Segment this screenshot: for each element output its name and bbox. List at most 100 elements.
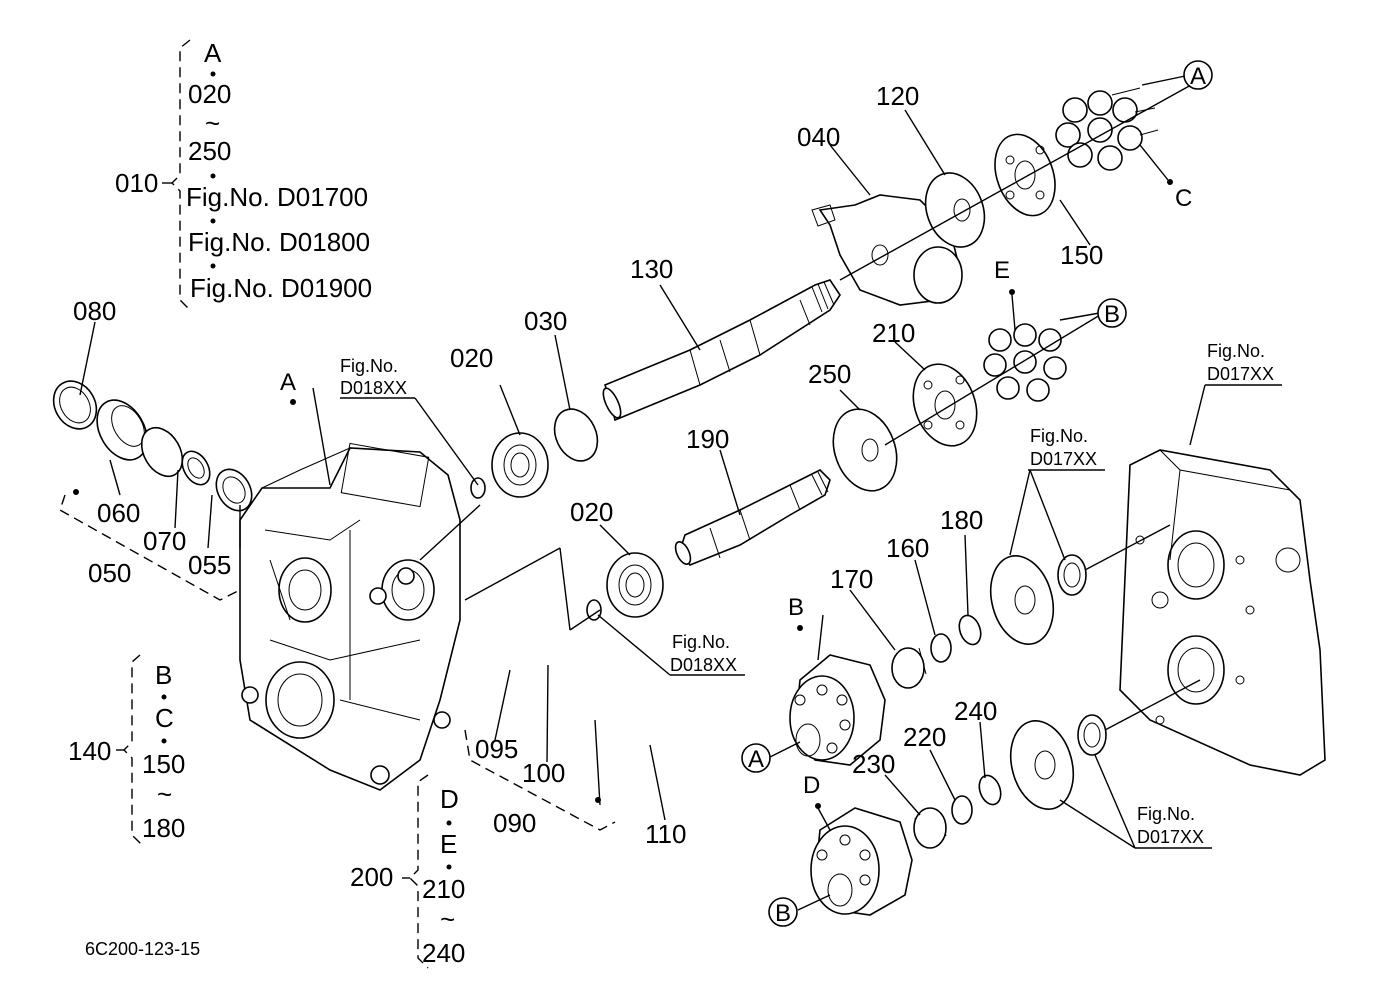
part-label-070: 070	[143, 526, 186, 556]
marker-b-circle-bottom-text: B	[775, 900, 791, 927]
marker-b-circle-mid-text: B	[1104, 301, 1120, 328]
valve-plate-upper	[989, 555, 1055, 645]
part-label-100: 100	[522, 758, 565, 788]
small-ring-lower	[586, 599, 602, 621]
fig-ref-d017xx-2-line2: D017XX	[1030, 449, 1097, 469]
marker-a-circle-top-text: A	[1190, 63, 1206, 90]
group-140-tilde: ~	[157, 779, 172, 809]
group-090-ref: 090	[493, 808, 536, 838]
bushing-lower	[1077, 714, 1107, 756]
thrust-plate-120	[924, 172, 986, 248]
part-label-230: 230	[852, 749, 895, 779]
snap-ring-030	[553, 408, 599, 462]
piston-group-middle	[983, 323, 1067, 402]
marker-a-circle-cyl	[741, 743, 771, 773]
part-label-030: 030	[524, 306, 567, 336]
swash-plate-040	[811, 194, 963, 306]
marker-a-circle-cyl-text: A	[748, 746, 764, 773]
bearing-020-lower	[606, 552, 664, 618]
part-label-150: 150	[1060, 240, 1103, 270]
part-label-160: 160	[886, 533, 929, 563]
part-label-170: 170	[830, 564, 873, 594]
part-label-055: 055	[188, 550, 231, 580]
marker-b-circle-mid	[1097, 298, 1127, 328]
part-label-180: 180	[940, 505, 983, 535]
group-010-line-250: 250	[188, 136, 231, 166]
fig-ref-leaders	[340, 384, 1282, 849]
marker-e-top: E	[994, 257, 1010, 284]
fig-ref-d017xx-1-line1: Fig.No.	[1207, 341, 1265, 361]
collar-055	[215, 468, 253, 512]
fig-ref-d018xx-2-line2: D018XX	[670, 655, 737, 675]
thrust-plate-250	[832, 408, 898, 492]
group-090-enclosure: 090	[464, 729, 616, 838]
snap-ring-080	[52, 380, 98, 430]
fig-ref-d017xx-3-line2: D017XX	[1137, 827, 1204, 847]
group-010-fig-d01800: Fig.No. D01800	[188, 227, 370, 257]
part-label-190: 190	[686, 424, 729, 454]
part-label-080: 080	[73, 296, 116, 326]
group-140-bracket: 140 B C 150 ~ 180	[68, 654, 185, 846]
group-010-fig-d01700: Fig.No. D01700	[186, 182, 368, 212]
group-050-enclosure: 050	[59, 489, 241, 601]
group-140-ref: 140	[68, 736, 111, 766]
snap-ring-240	[978, 774, 1002, 806]
fig-ref-d018xx-1-line2: D018XX	[340, 378, 407, 398]
shaft-130	[602, 279, 841, 422]
cylinder-block-d	[810, 807, 913, 916]
part-label-250: 250	[808, 359, 851, 389]
marker-c-top: C	[1175, 185, 1192, 212]
washer-160	[930, 633, 952, 663]
marker-b-circle-bottom	[768, 897, 798, 927]
fig-ref-d018xx-2-line1: Fig.No.	[672, 632, 730, 652]
group-200-bracket: 200 D E 210 ~ 240	[350, 774, 465, 969]
part-label-130: 130	[630, 254, 673, 284]
piston-group-top	[1055, 87, 1159, 171]
bearing-020-upper	[491, 432, 549, 498]
fig-ref-d018xx-1-line1: Fig.No.	[340, 356, 398, 376]
group-140-line-180: 180	[142, 813, 185, 843]
group-050-ref: 050	[88, 558, 131, 588]
part-label-020-lower: 020	[570, 497, 613, 527]
part-label-110: 110	[645, 819, 686, 849]
group-140-line-c: C	[155, 703, 174, 733]
small-ring-upper	[470, 477, 486, 499]
marker-a-housing: A	[280, 369, 296, 396]
group-200-tilde: ~	[440, 904, 455, 934]
group-140-line-150: 150	[142, 749, 185, 779]
part-label-120: 120	[876, 81, 919, 111]
group-010-fig-d01900: Fig.No. D01900	[190, 273, 372, 303]
oil-seal-holder	[96, 399, 148, 461]
diagram-id: 6C200-123-15	[85, 939, 200, 959]
retainer-plate-210	[912, 363, 978, 447]
valve-plate-lower	[1009, 720, 1075, 810]
axis-lines	[419, 79, 1201, 731]
part-label-240: 240	[954, 696, 997, 726]
group-010-ref: 010	[115, 168, 158, 198]
fig-ref-d017xx-1-line2: D017XX	[1207, 364, 1274, 384]
center-case	[1119, 449, 1326, 776]
group-200-line-e: E	[440, 829, 457, 859]
spring-230	[913, 807, 947, 849]
marker-a-circle-top	[1183, 60, 1213, 90]
part-label-020-upper: 020	[450, 343, 493, 373]
group-200-ref: 200	[350, 862, 393, 892]
group-010-bracket: 010 A 020 ~ 250 Fig.No. D01700 Fig.No. D…	[115, 38, 372, 311]
part-label-220: 220	[903, 722, 946, 752]
group-200-line-240: 240	[422, 938, 465, 968]
group-200-line-d: D	[440, 784, 459, 814]
snap-ring-180	[958, 614, 982, 646]
part-label-040: 040	[797, 122, 840, 152]
fig-ref-d017xx-2-line1: Fig.No.	[1030, 426, 1088, 446]
bushing-upper	[1057, 554, 1087, 596]
shaft-190	[674, 469, 831, 566]
part-label-095: 095	[475, 734, 518, 764]
washer-220	[951, 795, 973, 825]
part-label-210: 210	[872, 318, 915, 348]
marker-b-cyl: B	[788, 594, 804, 621]
group-010-line-a: A	[204, 38, 222, 68]
group-010-line-020: 020	[188, 79, 231, 109]
retainer-plate-150	[994, 133, 1056, 217]
